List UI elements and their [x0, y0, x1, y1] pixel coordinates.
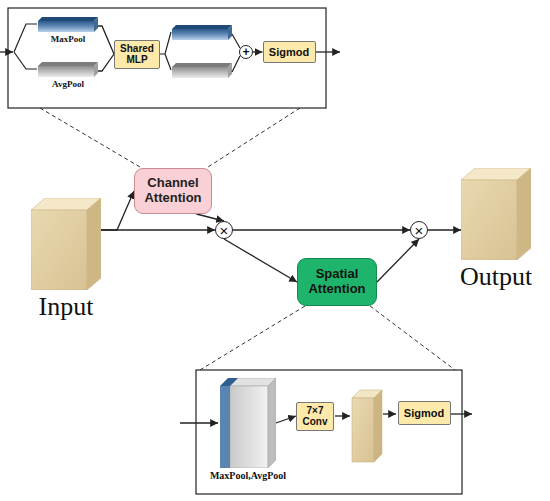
- node-text: ×: [220, 223, 229, 238]
- io-label: Input: [31, 198, 101, 322]
- connector: [94, 26, 114, 54]
- node-text: MaxPool: [51, 34, 86, 44]
- sum-node: +: [239, 45, 253, 59]
- connector: [253, 51, 263, 52]
- leader-line: [200, 306, 455, 370]
- connector: [101, 191, 134, 230]
- process-box: Sigmod: [263, 41, 316, 63]
- connector: [428, 229, 461, 230]
- feature-bar: [172, 25, 232, 40]
- multiply-node: ×: [215, 221, 233, 239]
- pooled-feature-map: [220, 378, 276, 468]
- leader-line: [40, 108, 300, 167]
- output-arrow: [315, 51, 340, 52]
- inset-frame: [8, 8, 326, 108]
- connector: [224, 239, 297, 282]
- attention-box: Channel Attention: [134, 168, 212, 214]
- feature-bar: [172, 63, 232, 78]
- output-arrow: [450, 413, 472, 414]
- node-text: Sigmod: [269, 46, 309, 59]
- node-text: ×: [415, 223, 424, 238]
- pool-label: MaxPool,AvgPool: [210, 378, 286, 482]
- flow-arrow: [383, 413, 396, 414]
- connector: [377, 239, 419, 282]
- feature-cube: [31, 198, 101, 290]
- node-text: Sigmod: [404, 407, 444, 420]
- pool-label: MaxPool: [38, 17, 98, 44]
- node-text: Spatial Attention: [302, 267, 372, 297]
- feature-bar: [38, 62, 98, 77]
- attention-map: [352, 390, 382, 462]
- pool-label: AvgPool: [38, 62, 98, 89]
- node-text: Output: [460, 262, 532, 292]
- node-text: Shared MLP: [119, 43, 155, 66]
- io-label: Output: [460, 168, 532, 292]
- node-text: 7×7 Conv: [301, 405, 329, 428]
- feature-cube: [461, 168, 531, 260]
- split-lines: [14, 24, 37, 69]
- connector: [196, 214, 224, 221]
- flow-arrow: [335, 415, 350, 416]
- node-text: Channel Attention: [139, 176, 207, 206]
- node-text: +: [242, 46, 249, 58]
- input-arrow: [180, 422, 218, 423]
- connector: [233, 229, 410, 230]
- node-text: MaxPool,AvgPool: [210, 470, 286, 482]
- inset-frame: [196, 370, 462, 494]
- process-box: Sigmod: [398, 401, 451, 425]
- node-text: AvgPool: [52, 79, 84, 89]
- attention-box: Spatial Attention: [297, 258, 377, 306]
- multiply-node: ×: [410, 221, 428, 239]
- process-box: Shared MLP: [114, 40, 160, 69]
- feature-bar: [38, 17, 98, 32]
- input-arrow: [0, 51, 13, 52]
- node-text: Input: [39, 292, 94, 322]
- connector: [101, 229, 215, 230]
- split-lines: [160, 32, 171, 70]
- process-box: 7×7 Conv: [296, 402, 334, 431]
- connector: [276, 416, 296, 423]
